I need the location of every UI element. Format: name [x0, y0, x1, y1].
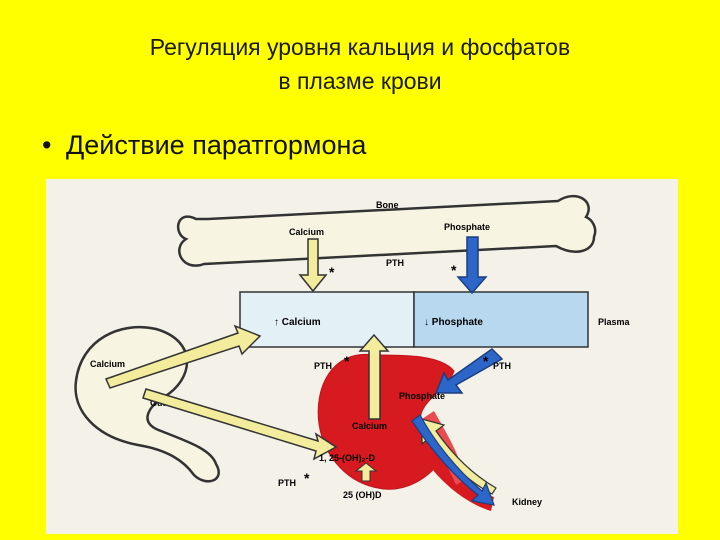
kidney-calcium-label: Calcium [352, 421, 387, 431]
pth-star-kidney-left: * [344, 353, 350, 369]
pth-star-bottom: * [304, 470, 310, 486]
vitd-precursor-label: 25 (OH)D [343, 490, 382, 500]
plasma-box-left [239, 291, 415, 348]
bone-calcium-label: Calcium [289, 227, 324, 237]
bullet-text: Действие паратгормона [66, 130, 367, 160]
arrow-plasma-phosphate-to-kidney [434, 348, 504, 394]
vitd-active-label: 1, 25-(OH)₂-D [319, 453, 376, 463]
pth-calcium-phosphate-diagram: Bone Calcium Phosphate ↑ Calcium ↓ Phosp… [46, 179, 678, 534]
bullet-dot: • [42, 130, 52, 160]
bullet-item: • Действие паратгормона [42, 130, 366, 161]
arrow-bone-phosphate-to-plasma [456, 236, 488, 295]
pth-kidney-right-label: PTH [493, 361, 511, 371]
plasma-label: Plasma [598, 317, 631, 327]
pth-star-kidney-right: * [483, 353, 489, 369]
arrow-phosphate-excretion [411, 414, 495, 506]
kidney-label: Kidney [512, 497, 542, 507]
plasma-box-right [413, 291, 589, 348]
arrow-bone-calcium-to-plasma [298, 238, 328, 293]
pth-top-label: PTH [386, 258, 404, 268]
arrow-gut-calcium-to-kidney [142, 388, 338, 461]
plasma-phosphate-label: ↓ Phosphate [424, 317, 483, 328]
pth-kidney-left-label: PTH [314, 361, 332, 371]
kidney-shape [317, 353, 455, 490]
gut-calcium-label: Calcium [90, 359, 125, 369]
bone-phosphate-label: Phosphate [444, 222, 490, 232]
arrow-vitd-conversion [354, 462, 378, 482]
pth-bottom-label: PTH [278, 478, 296, 488]
slide-title-line-2: в плазме крови [278, 68, 442, 94]
arrow-kidney-calcium-to-plasma [358, 333, 390, 420]
pth-star-bone-phosphate: * [451, 262, 457, 278]
plasma-calcium-label: ↑ Calcium [274, 317, 321, 328]
bone-shape [176, 194, 597, 267]
slide-title: Регуляция уровня кальция и фосфатов в пл… [0, 30, 720, 98]
slide-title-line-1: Регуляция уровня кальция и фосфатов [149, 34, 571, 60]
kidney-phosphate-label: Phosphate [399, 391, 445, 401]
arrow-gut-calcium-to-plasma [104, 324, 262, 389]
pth-star-bone-calcium: * [329, 264, 335, 280]
bone-label: Bone [376, 200, 399, 210]
